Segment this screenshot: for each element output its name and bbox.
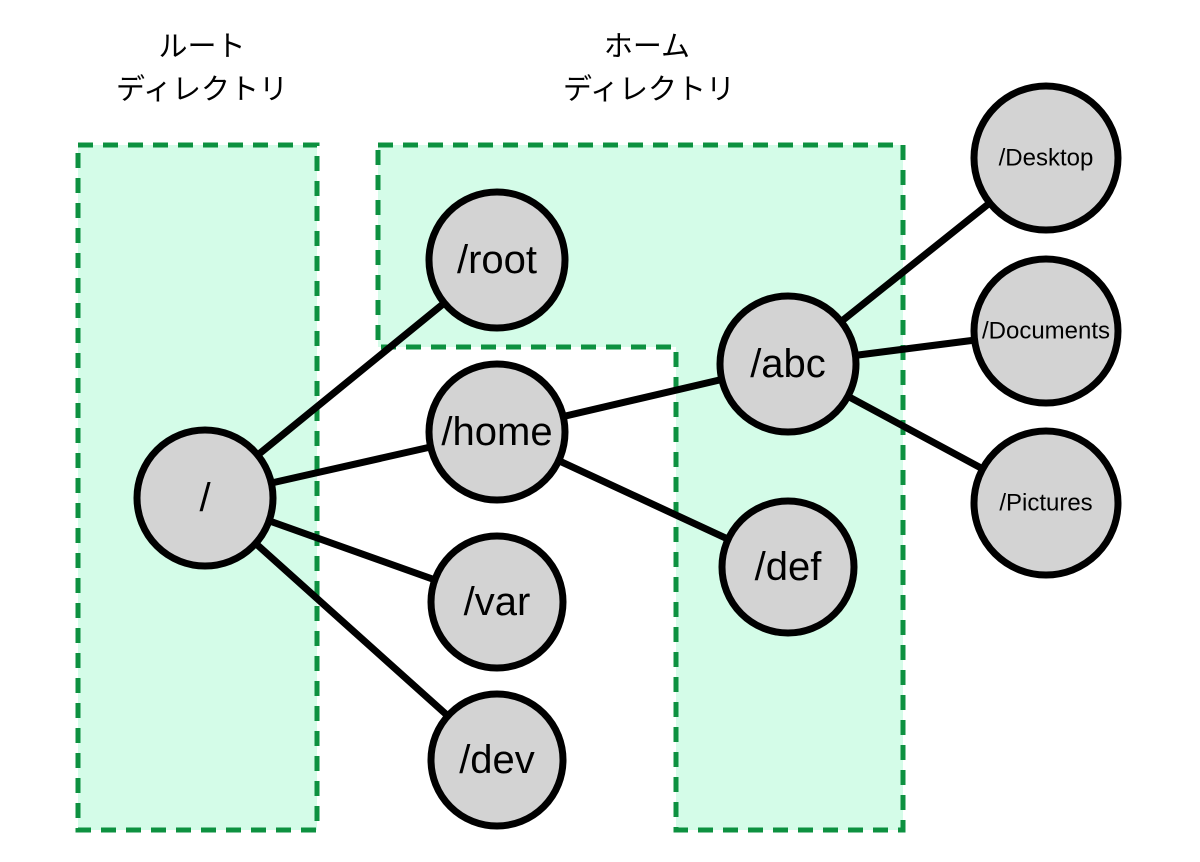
node-circle-home xyxy=(425,360,569,504)
region-label-root-line1: ルート xyxy=(158,31,245,63)
node-label-desktop: /Desktop xyxy=(999,145,1094,172)
node-circle-var xyxy=(427,532,567,672)
region-label-home-line1: ホーム xyxy=(604,31,690,63)
node-label-root: /root xyxy=(457,238,537,282)
node-label-slash: / xyxy=(199,476,211,520)
node-label-abc: /abc xyxy=(750,342,826,386)
node-label-pictures: /Pictures xyxy=(999,490,1092,517)
node-label-home: /home xyxy=(441,410,552,454)
node-circle-def xyxy=(718,497,858,637)
region-label-root-line2: ディレクトリ xyxy=(116,73,288,106)
node-label-dev: /dev xyxy=(459,738,535,782)
node-label-documents: /Documents xyxy=(982,318,1110,345)
node-circle-documents xyxy=(970,255,1122,407)
node-circle-abc xyxy=(716,292,860,436)
node-circle-pictures xyxy=(970,427,1122,579)
node-circle-dev xyxy=(427,690,567,830)
region-label-home-line2: ディレクトリ xyxy=(563,73,735,106)
node-circle-slash xyxy=(133,426,277,570)
node-circle-root xyxy=(425,188,569,332)
node-label-def: /def xyxy=(755,545,823,589)
node-circle-desktop xyxy=(970,82,1122,234)
node-label-var: /var xyxy=(464,580,531,624)
